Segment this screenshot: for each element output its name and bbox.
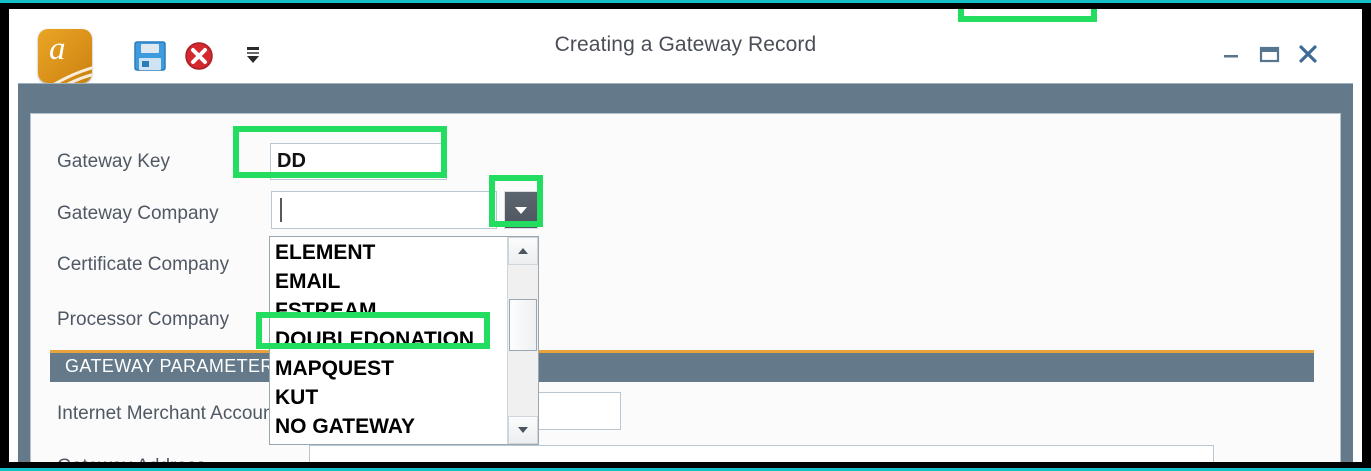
application-window: a: [9, 9, 1362, 462]
delete-button[interactable]: [180, 37, 218, 75]
minimize-button[interactable]: [1216, 39, 1246, 69]
logo-swoosh-icon: [53, 66, 92, 83]
scroll-up-arrow-icon: [518, 248, 528, 254]
toolbar-overflow-icon: [247, 47, 259, 63]
form-panel: [30, 113, 1341, 462]
window-title: Creating a Gateway Record: [554, 33, 817, 56]
text-caret: [280, 198, 282, 222]
list-item[interactable]: KUT: [275, 386, 319, 409]
save-floppy-icon: [134, 41, 166, 71]
maximize-button[interactable]: [1254, 39, 1284, 69]
title-bar: a: [9, 9, 1362, 83]
section-header-label: GATEWAY PARAMETERS: [65, 356, 287, 376]
label-certificate-company: Certificate Company: [57, 254, 230, 275]
label-internet-merchant-account: Internet Merchant Account: [57, 403, 279, 424]
list-item-selected[interactable]: DOUBLEDONATION: [275, 328, 475, 351]
scrollbar-thumb[interactable]: [509, 299, 537, 351]
dropdown-scrollbar[interactable]: [507, 237, 538, 444]
minimize-icon: [1224, 55, 1238, 58]
application-logo-icon: a: [38, 29, 92, 83]
chevron-down-icon: [515, 207, 527, 214]
close-icon: [1299, 45, 1317, 63]
list-item[interactable]: ELEMENT: [275, 241, 376, 264]
list-item[interactable]: NO GATEWAY: [275, 415, 416, 438]
delete-red-x-icon: [185, 42, 213, 70]
save-button[interactable]: [130, 37, 170, 75]
gateway-company-dropdown-list[interactable]: ELEMENT EMAIL FSTREAM DOUBLEDONATION MAP…: [269, 236, 539, 445]
teal-edge-top: [0, 0, 1371, 3]
label-gateway-company: Gateway Company: [57, 203, 219, 224]
gateway-company-combobox-input[interactable]: [271, 191, 497, 229]
label-gateway-address: Gateway Address: [57, 456, 206, 462]
label-gateway-key: Gateway Key: [57, 151, 170, 172]
section-header-gateway-parameters: GATEWAY PARAMETERS: [50, 350, 1314, 382]
close-button[interactable]: [1293, 39, 1323, 69]
toolbar-overflow-button[interactable]: [241, 37, 265, 73]
scroll-up-button[interactable]: [508, 237, 538, 265]
maximize-icon: [1259, 46, 1280, 63]
logo-letter: a: [49, 31, 66, 67]
gateway-company-dropdown-arrow-button[interactable]: [504, 191, 538, 229]
label-processor-company: Processor Company: [57, 309, 230, 330]
gateway-key-input[interactable]: DD: [270, 143, 447, 180]
scroll-down-button[interactable]: [508, 416, 538, 444]
window-chrome: [18, 83, 1353, 462]
list-item[interactable]: MAPQUEST: [275, 357, 395, 380]
list-item[interactable]: EMAIL: [275, 270, 341, 293]
list-item[interactable]: FSTREAM: [275, 299, 377, 322]
gateway-address-input[interactable]: [309, 445, 1214, 462]
scroll-down-arrow-icon: [518, 427, 528, 433]
